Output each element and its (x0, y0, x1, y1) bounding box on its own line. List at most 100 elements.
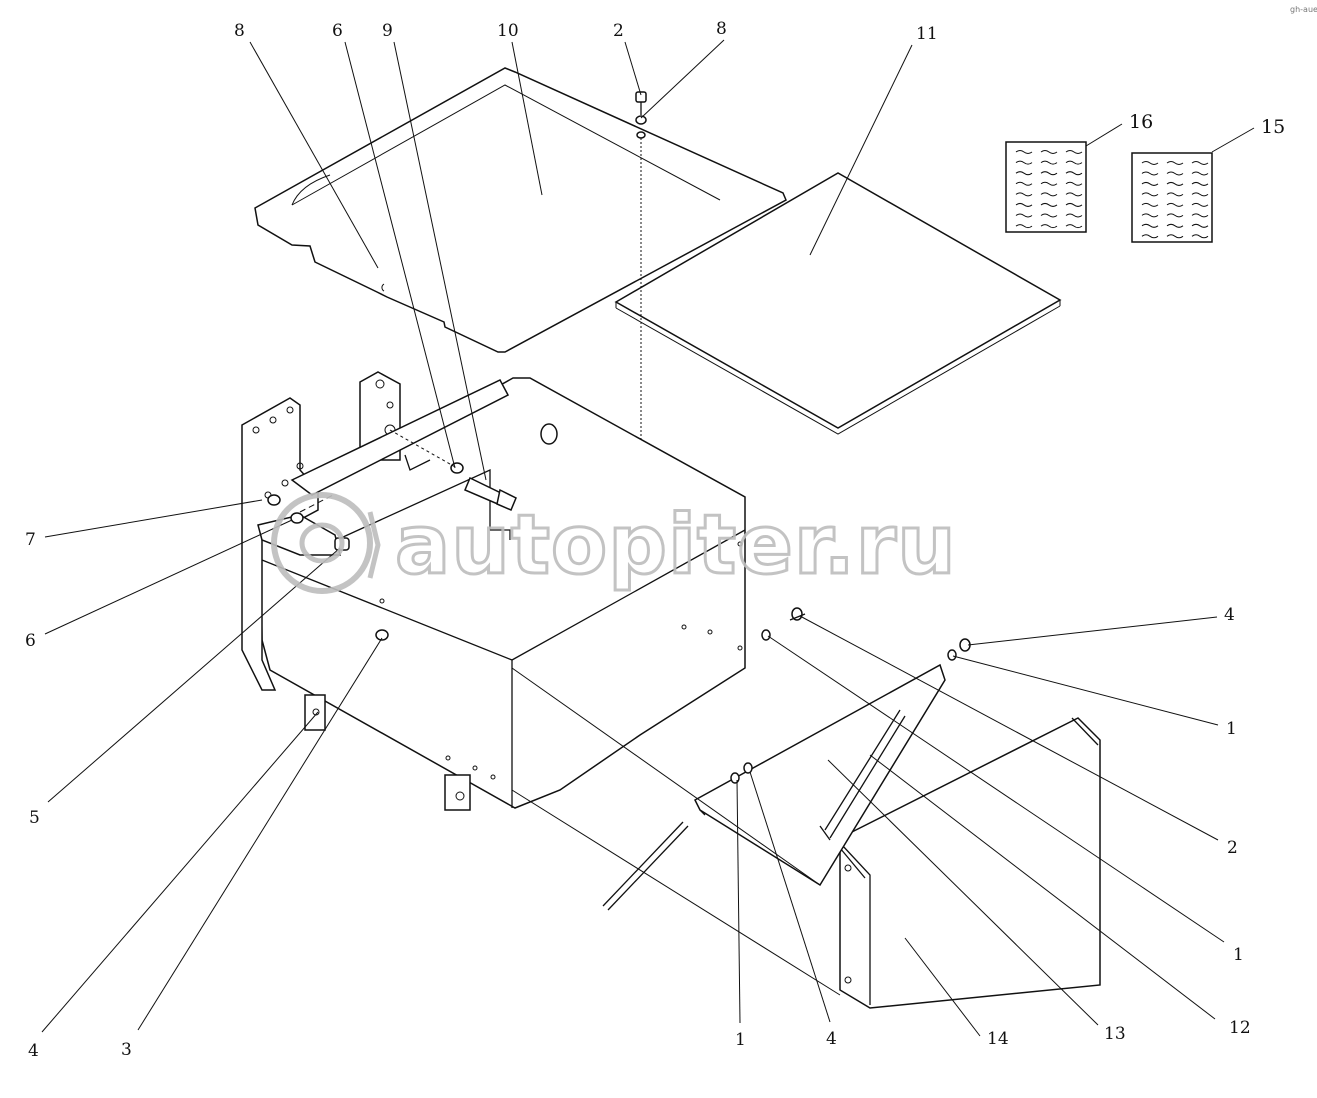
label-text-mark (1040, 150, 1058, 154)
label-text-mark (1166, 213, 1184, 218)
callout-label: 11 (916, 24, 938, 44)
callout-label: 8 (716, 19, 727, 39)
leader-lines (41, 39, 1255, 1037)
side-cover-part (839, 717, 1101, 1009)
label-text-mark (1166, 192, 1184, 197)
label-text-mark (1015, 171, 1033, 176)
label-text-mark (1065, 202, 1083, 207)
label-text-mark (1065, 213, 1083, 218)
label-text-mark (1191, 234, 1209, 239)
label-text-mark (1040, 202, 1058, 207)
callout-label: 3 (121, 1040, 132, 1060)
leader-line (1085, 123, 1123, 147)
corner-mark: gh-aue (1290, 5, 1317, 14)
callout-labels: 8 6 9 10 2 8 11 16 15 7 6 5 4 3 4 1 2 1 … (25, 19, 1285, 1061)
top-screw-part (635, 91, 647, 450)
label-text-mark (1040, 160, 1058, 165)
callout-label: 2 (613, 21, 624, 41)
label-plate-15 (1131, 152, 1213, 243)
label-text-mark (1141, 192, 1159, 197)
label-text-mark (1191, 171, 1209, 176)
label-text-mark (1191, 161, 1209, 165)
label-text-mark (1015, 150, 1033, 154)
callout-label: 16 (1129, 111, 1153, 133)
label-text-mark (1166, 234, 1184, 239)
label-text-mark (1015, 160, 1033, 165)
cover-strip-part (694, 663, 946, 887)
leader-line (736, 779, 741, 1024)
leader-line (44, 519, 293, 635)
callout-label: 8 (234, 21, 245, 41)
lid-gasket-part (254, 67, 787, 353)
label-text-mark (1040, 224, 1058, 229)
callout-label: 12 (1229, 1018, 1251, 1038)
assembly-guide-lines (511, 667, 841, 996)
label-text-mark (1166, 171, 1184, 176)
leader-line (137, 637, 383, 1031)
label-text-mark (1015, 202, 1033, 207)
leader-line (827, 759, 1099, 1026)
leader-line (511, 41, 543, 196)
label-text-mark (1065, 150, 1083, 154)
leader-line (393, 41, 487, 481)
callout-label: 4 (1224, 605, 1235, 625)
leader-line (249, 41, 379, 269)
callout-label: 7 (25, 530, 36, 550)
vent-tube-part (819, 709, 906, 841)
label-text-mark (1141, 234, 1159, 239)
label-text-mark (1141, 202, 1159, 207)
label-text-mark (1166, 202, 1184, 207)
callout-label: 9 (382, 21, 393, 41)
label-text-mark (1015, 213, 1033, 218)
leader-line (624, 41, 642, 96)
label-text-mark (1141, 213, 1159, 218)
leader-line (640, 39, 725, 119)
label-text-mark (1191, 202, 1209, 207)
watermark: autopiter.ru (271, 492, 957, 595)
callout-label: 6 (25, 631, 36, 651)
leader-line (869, 754, 1216, 1020)
callout-label: 6 (332, 21, 343, 41)
leader-line (749, 771, 831, 1023)
label-text-mark (1141, 223, 1159, 228)
callout-label: 1 (1233, 945, 1244, 965)
callout-label: 15 (1261, 116, 1285, 138)
leader-line (344, 41, 456, 469)
leader-line (952, 655, 1219, 726)
leader-line (1211, 127, 1255, 153)
callout-label: 1 (1226, 719, 1237, 739)
leader-line (47, 547, 341, 803)
label-text-mark (1040, 171, 1058, 176)
label-text-mark (1015, 224, 1033, 229)
label-text-mark (1065, 171, 1083, 176)
callout-label: 1 (735, 1030, 746, 1050)
leader-line (809, 44, 913, 256)
callout-label: 4 (826, 1029, 837, 1049)
label-text-mark (1040, 181, 1058, 186)
bolt-9-part (389, 429, 517, 511)
label-text-mark (1166, 181, 1184, 186)
label-text-mark (1015, 181, 1033, 186)
callout-label: 2 (1227, 838, 1238, 858)
callout-label: 5 (29, 808, 40, 828)
label-text-mark (1141, 161, 1159, 165)
callout-label: 14 (987, 1029, 1009, 1049)
callout-label: 10 (497, 21, 519, 41)
label-text-mark (1166, 223, 1184, 228)
loose-tube-part (602, 821, 689, 911)
label-text-mark (1015, 192, 1033, 197)
label-text-mark (1191, 223, 1209, 228)
leader-line (44, 499, 263, 538)
label-text-mark (1141, 171, 1159, 176)
label-plate-16 (1005, 141, 1087, 233)
leader-line (904, 937, 981, 1037)
leader-line (767, 635, 1225, 943)
callout-label: 13 (1104, 1024, 1126, 1044)
label-text-mark (1166, 161, 1184, 165)
label-text-mark (1191, 181, 1209, 186)
label-text-mark (1065, 192, 1083, 197)
mat-part (614, 172, 1062, 435)
battery-box-part (259, 377, 746, 809)
